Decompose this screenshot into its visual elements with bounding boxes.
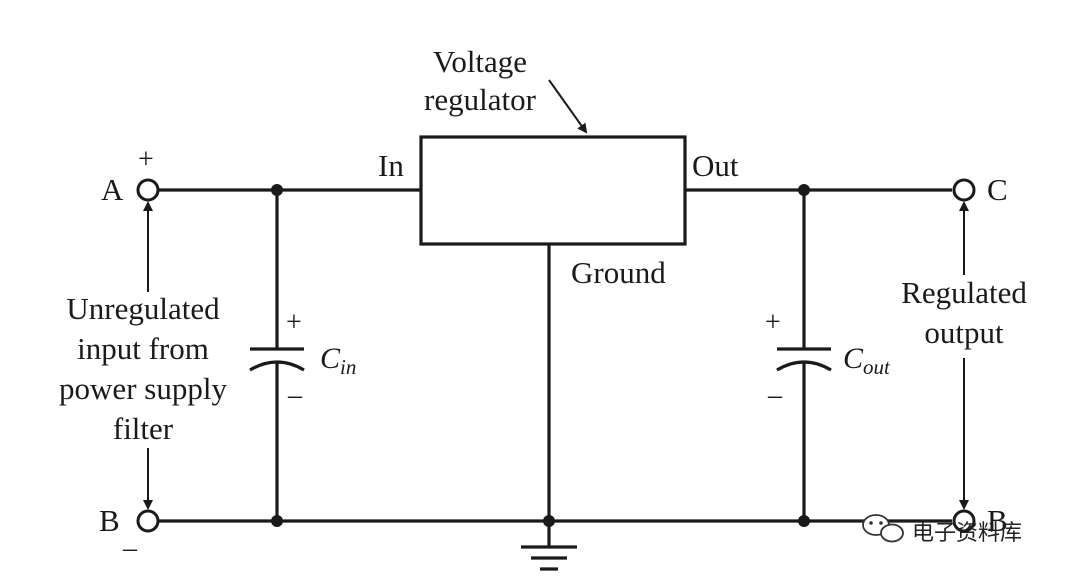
- output-desc-line2: output: [924, 315, 1004, 350]
- regulator-out-label: Out: [692, 148, 739, 183]
- watermark-text: 电子资料库: [912, 521, 1022, 546]
- regulator-label-line1: Voltage: [433, 44, 527, 79]
- terminal-c: [952, 178, 976, 202]
- terminal-b: [136, 509, 160, 533]
- input-desc-line1: Unregulated: [66, 291, 220, 326]
- input-plus-sign: +: [138, 144, 154, 175]
- junction-dot: [271, 184, 283, 196]
- input-desc-line4: filter: [113, 411, 174, 446]
- cout-plus-sign: +: [765, 307, 781, 338]
- terminal-d-label: B: [987, 503, 1008, 538]
- regulator-box: [419, 135, 687, 246]
- terminal-c-label: C: [987, 172, 1008, 207]
- terminal-a-label: A: [101, 172, 124, 207]
- cout-minus-sign: –: [767, 380, 783, 411]
- junction-dot: [798, 515, 810, 527]
- wechat-icon: [862, 514, 904, 543]
- cin-label: Cin: [320, 342, 356, 379]
- regulator-in-label: In: [378, 148, 404, 183]
- regulator-ground-label: Ground: [571, 255, 666, 290]
- junction-dot: [271, 515, 283, 527]
- junction-dot: [798, 184, 810, 196]
- input-minus-sign: –: [122, 533, 138, 564]
- ground-symbol-icon: [521, 545, 577, 571]
- regulator-label-line2: regulator: [424, 82, 537, 117]
- input-desc-line2: input from: [77, 331, 209, 366]
- cin-minus-sign: –: [287, 380, 303, 411]
- junction-dot: [543, 515, 555, 527]
- terminal-b-label: B: [99, 503, 120, 538]
- cin-plus-sign: +: [286, 307, 302, 338]
- input-desc-line3: power supply: [59, 371, 227, 406]
- output-desc-line1: Regulated: [901, 275, 1027, 310]
- terminal-a: [136, 178, 160, 202]
- cout-label: Cout: [843, 342, 891, 379]
- regulator-pointer-arrow: [548, 79, 588, 134]
- terminal-d: [952, 509, 976, 533]
